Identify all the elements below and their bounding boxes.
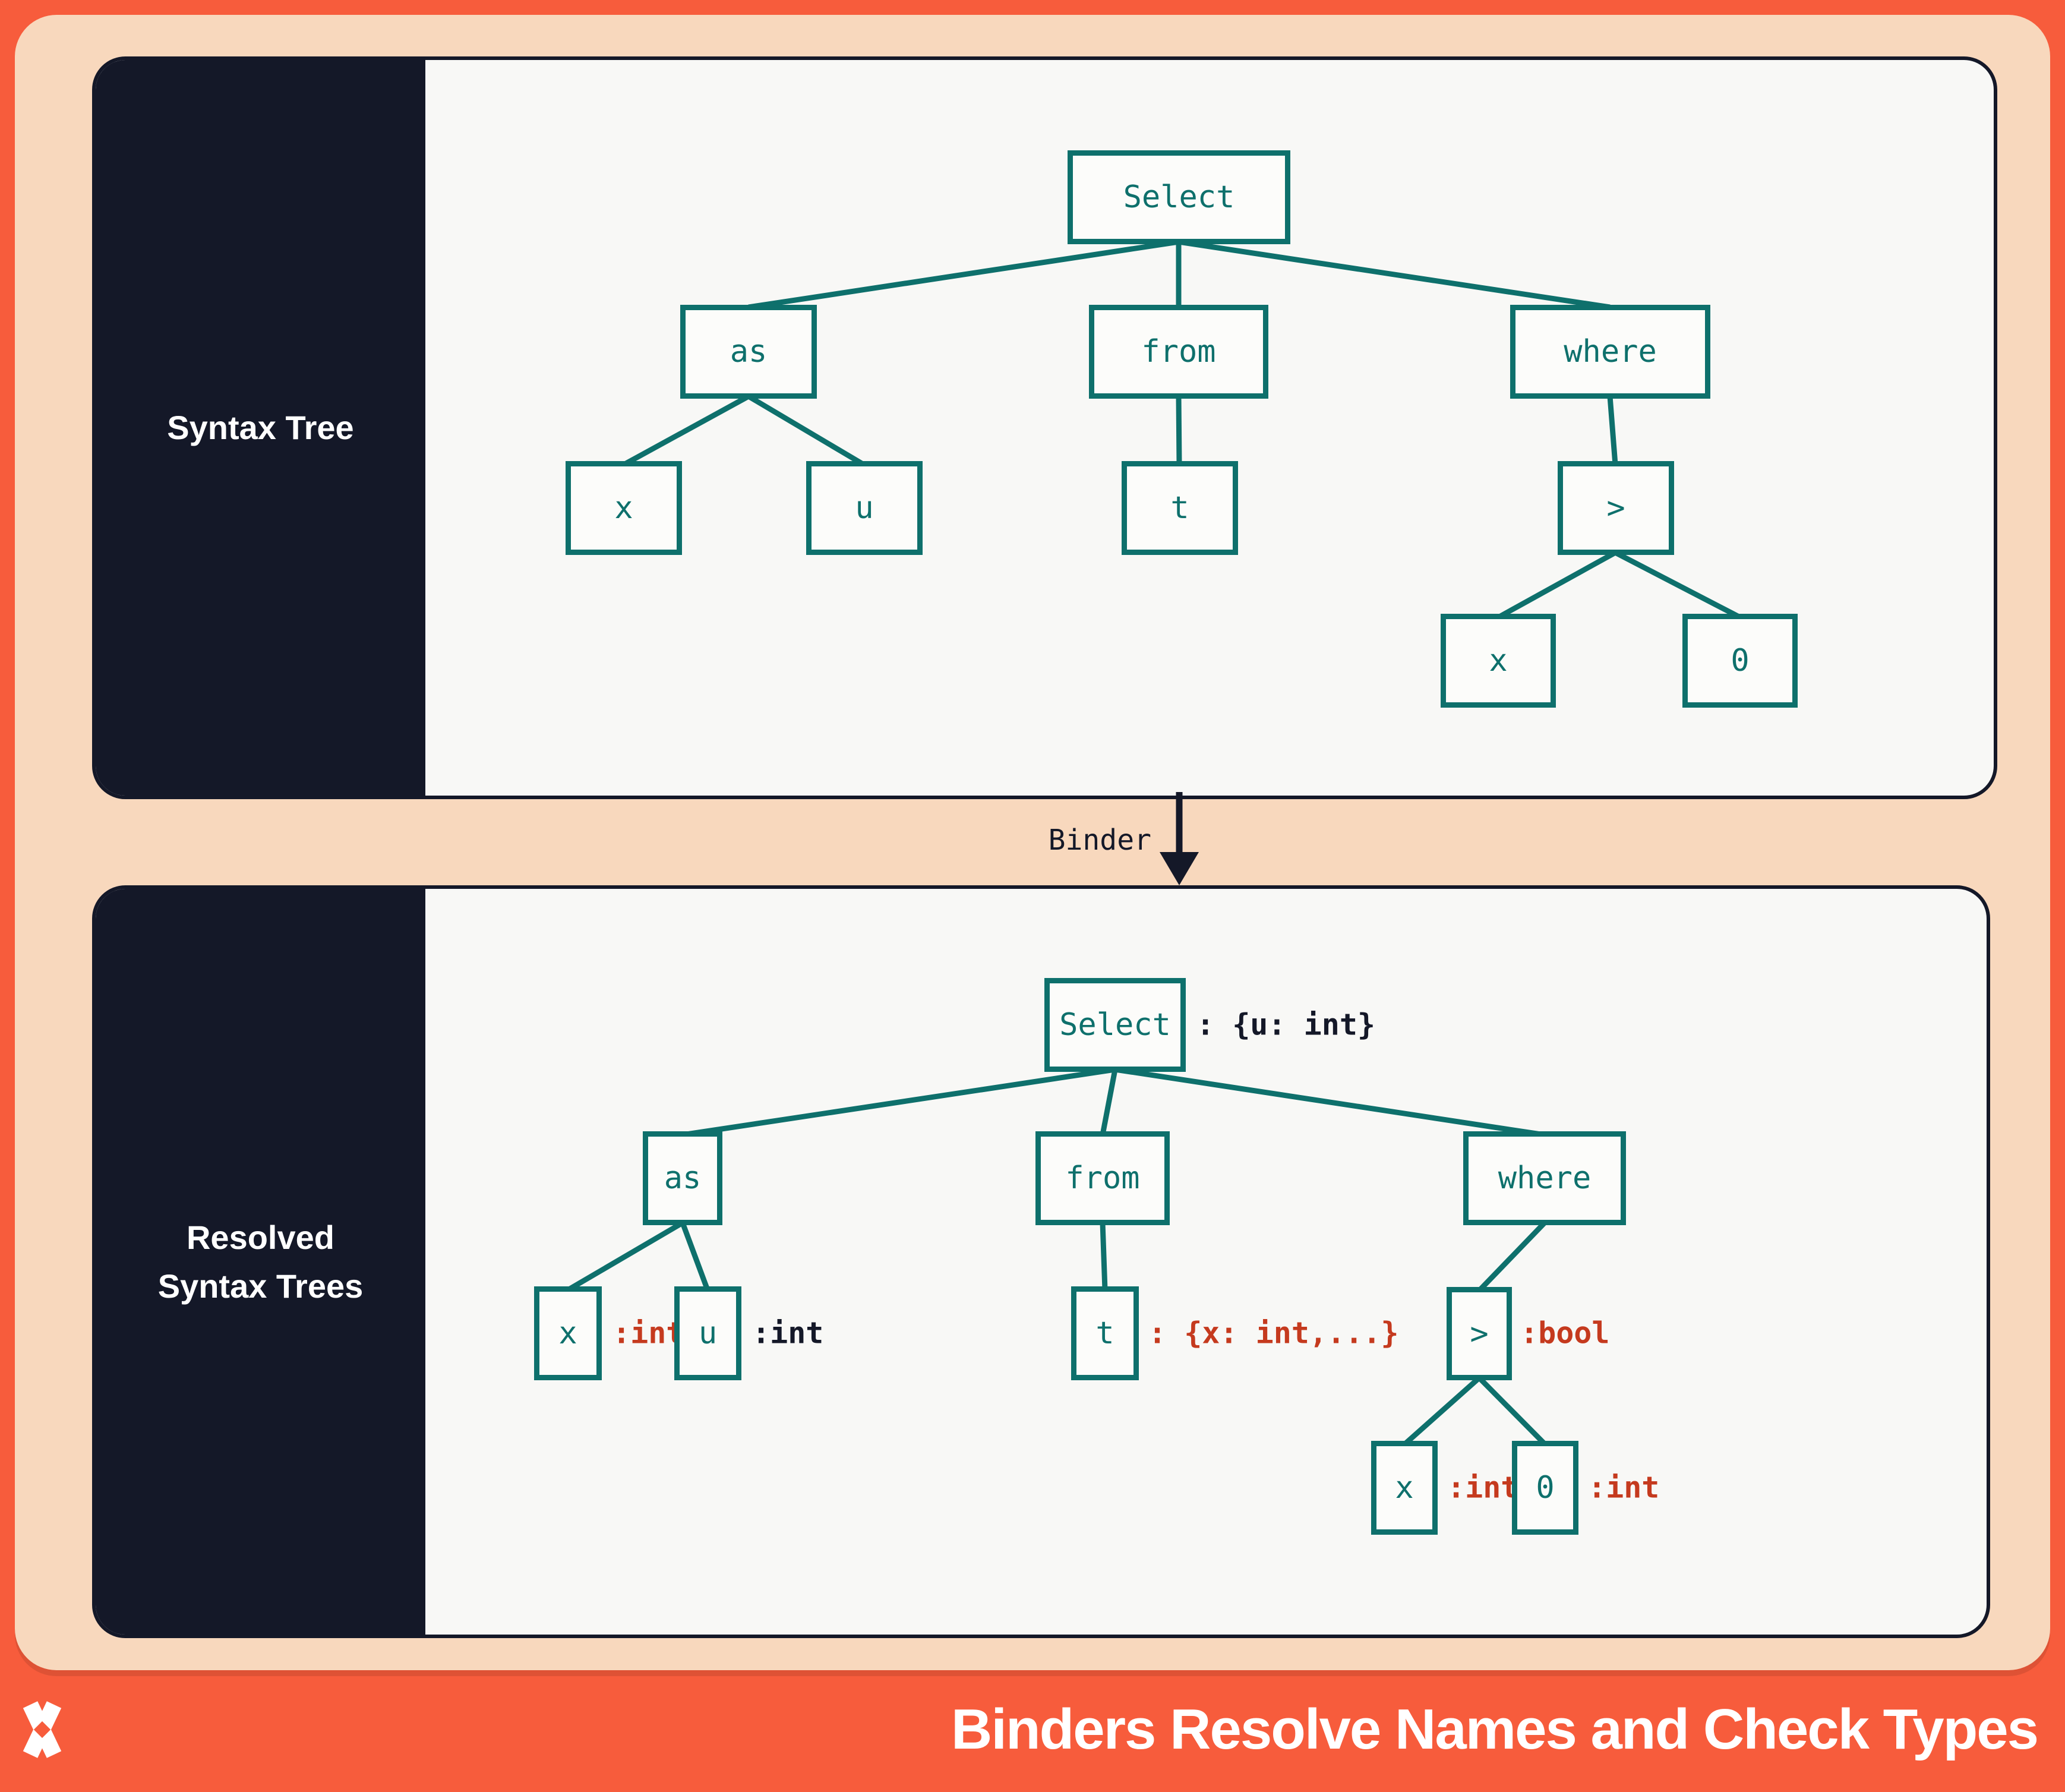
- tree1-node-zero: 0: [1682, 614, 1798, 708]
- resolved-syntax-trees-panel: Resolved Syntax Trees: [92, 885, 1990, 1638]
- tree2-x-type: :int: [612, 1315, 684, 1351]
- tree2-node-t: t: [1071, 1286, 1139, 1380]
- footer-bar: Binders Resolve Names and Check Types: [0, 1670, 2065, 1792]
- tree2-node-x2: x: [1371, 1441, 1438, 1535]
- x-mark-logo-icon: [23, 1701, 62, 1758]
- tree1-node-u: u: [806, 461, 923, 555]
- tree2-x2-type: :int: [1447, 1470, 1519, 1505]
- panel2-title: Resolved Syntax Trees: [158, 1213, 364, 1310]
- panel2-title-line1: Resolved: [186, 1219, 334, 1257]
- syntax-tree-sidebar: Syntax Tree: [96, 60, 425, 796]
- tree2-gt-type: :bool: [1520, 1315, 1610, 1351]
- tree2-node-from: from: [1035, 1131, 1170, 1225]
- tree2-t-type: : {x: int,...}: [1148, 1315, 1399, 1351]
- binder-label: Binder: [1048, 824, 1151, 857]
- tree2-node-where: where: [1463, 1131, 1626, 1225]
- tree1-node-select: Select: [1068, 150, 1290, 244]
- tree2-node-x: x: [534, 1286, 602, 1380]
- tree1-node-where: where: [1510, 305, 1710, 399]
- tree1-node-as: as: [680, 305, 817, 399]
- panel2-title-line2: Syntax Trees: [157, 1267, 364, 1305]
- tree1-node-x: x: [566, 461, 682, 555]
- tree1-node-x2: x: [1441, 614, 1556, 708]
- tree2-node-as: as: [643, 1131, 722, 1225]
- tree2-node-gt: >: [1447, 1287, 1512, 1380]
- tree2-node-zero: 0: [1512, 1441, 1578, 1535]
- syntax-tree-panel: Syntax Tree: [92, 56, 1997, 799]
- tree1-node-t: t: [1122, 461, 1238, 555]
- tree1-node-gt: >: [1558, 461, 1674, 555]
- tree2-u-type: :int: [752, 1315, 824, 1351]
- tree1-node-from: from: [1089, 305, 1268, 399]
- footer-title: Binders Resolve Names and Check Types: [951, 1697, 2039, 1761]
- tree2-node-u: u: [674, 1286, 741, 1380]
- tree2-select-type: : {u: int}: [1196, 1007, 1376, 1042]
- panel1-title: Syntax Tree: [167, 409, 354, 447]
- tree2-zero-type: :int: [1588, 1470, 1660, 1505]
- resolved-syntax-trees-sidebar: Resolved Syntax Trees: [96, 889, 425, 1635]
- tree2-node-select: Select: [1044, 978, 1186, 1072]
